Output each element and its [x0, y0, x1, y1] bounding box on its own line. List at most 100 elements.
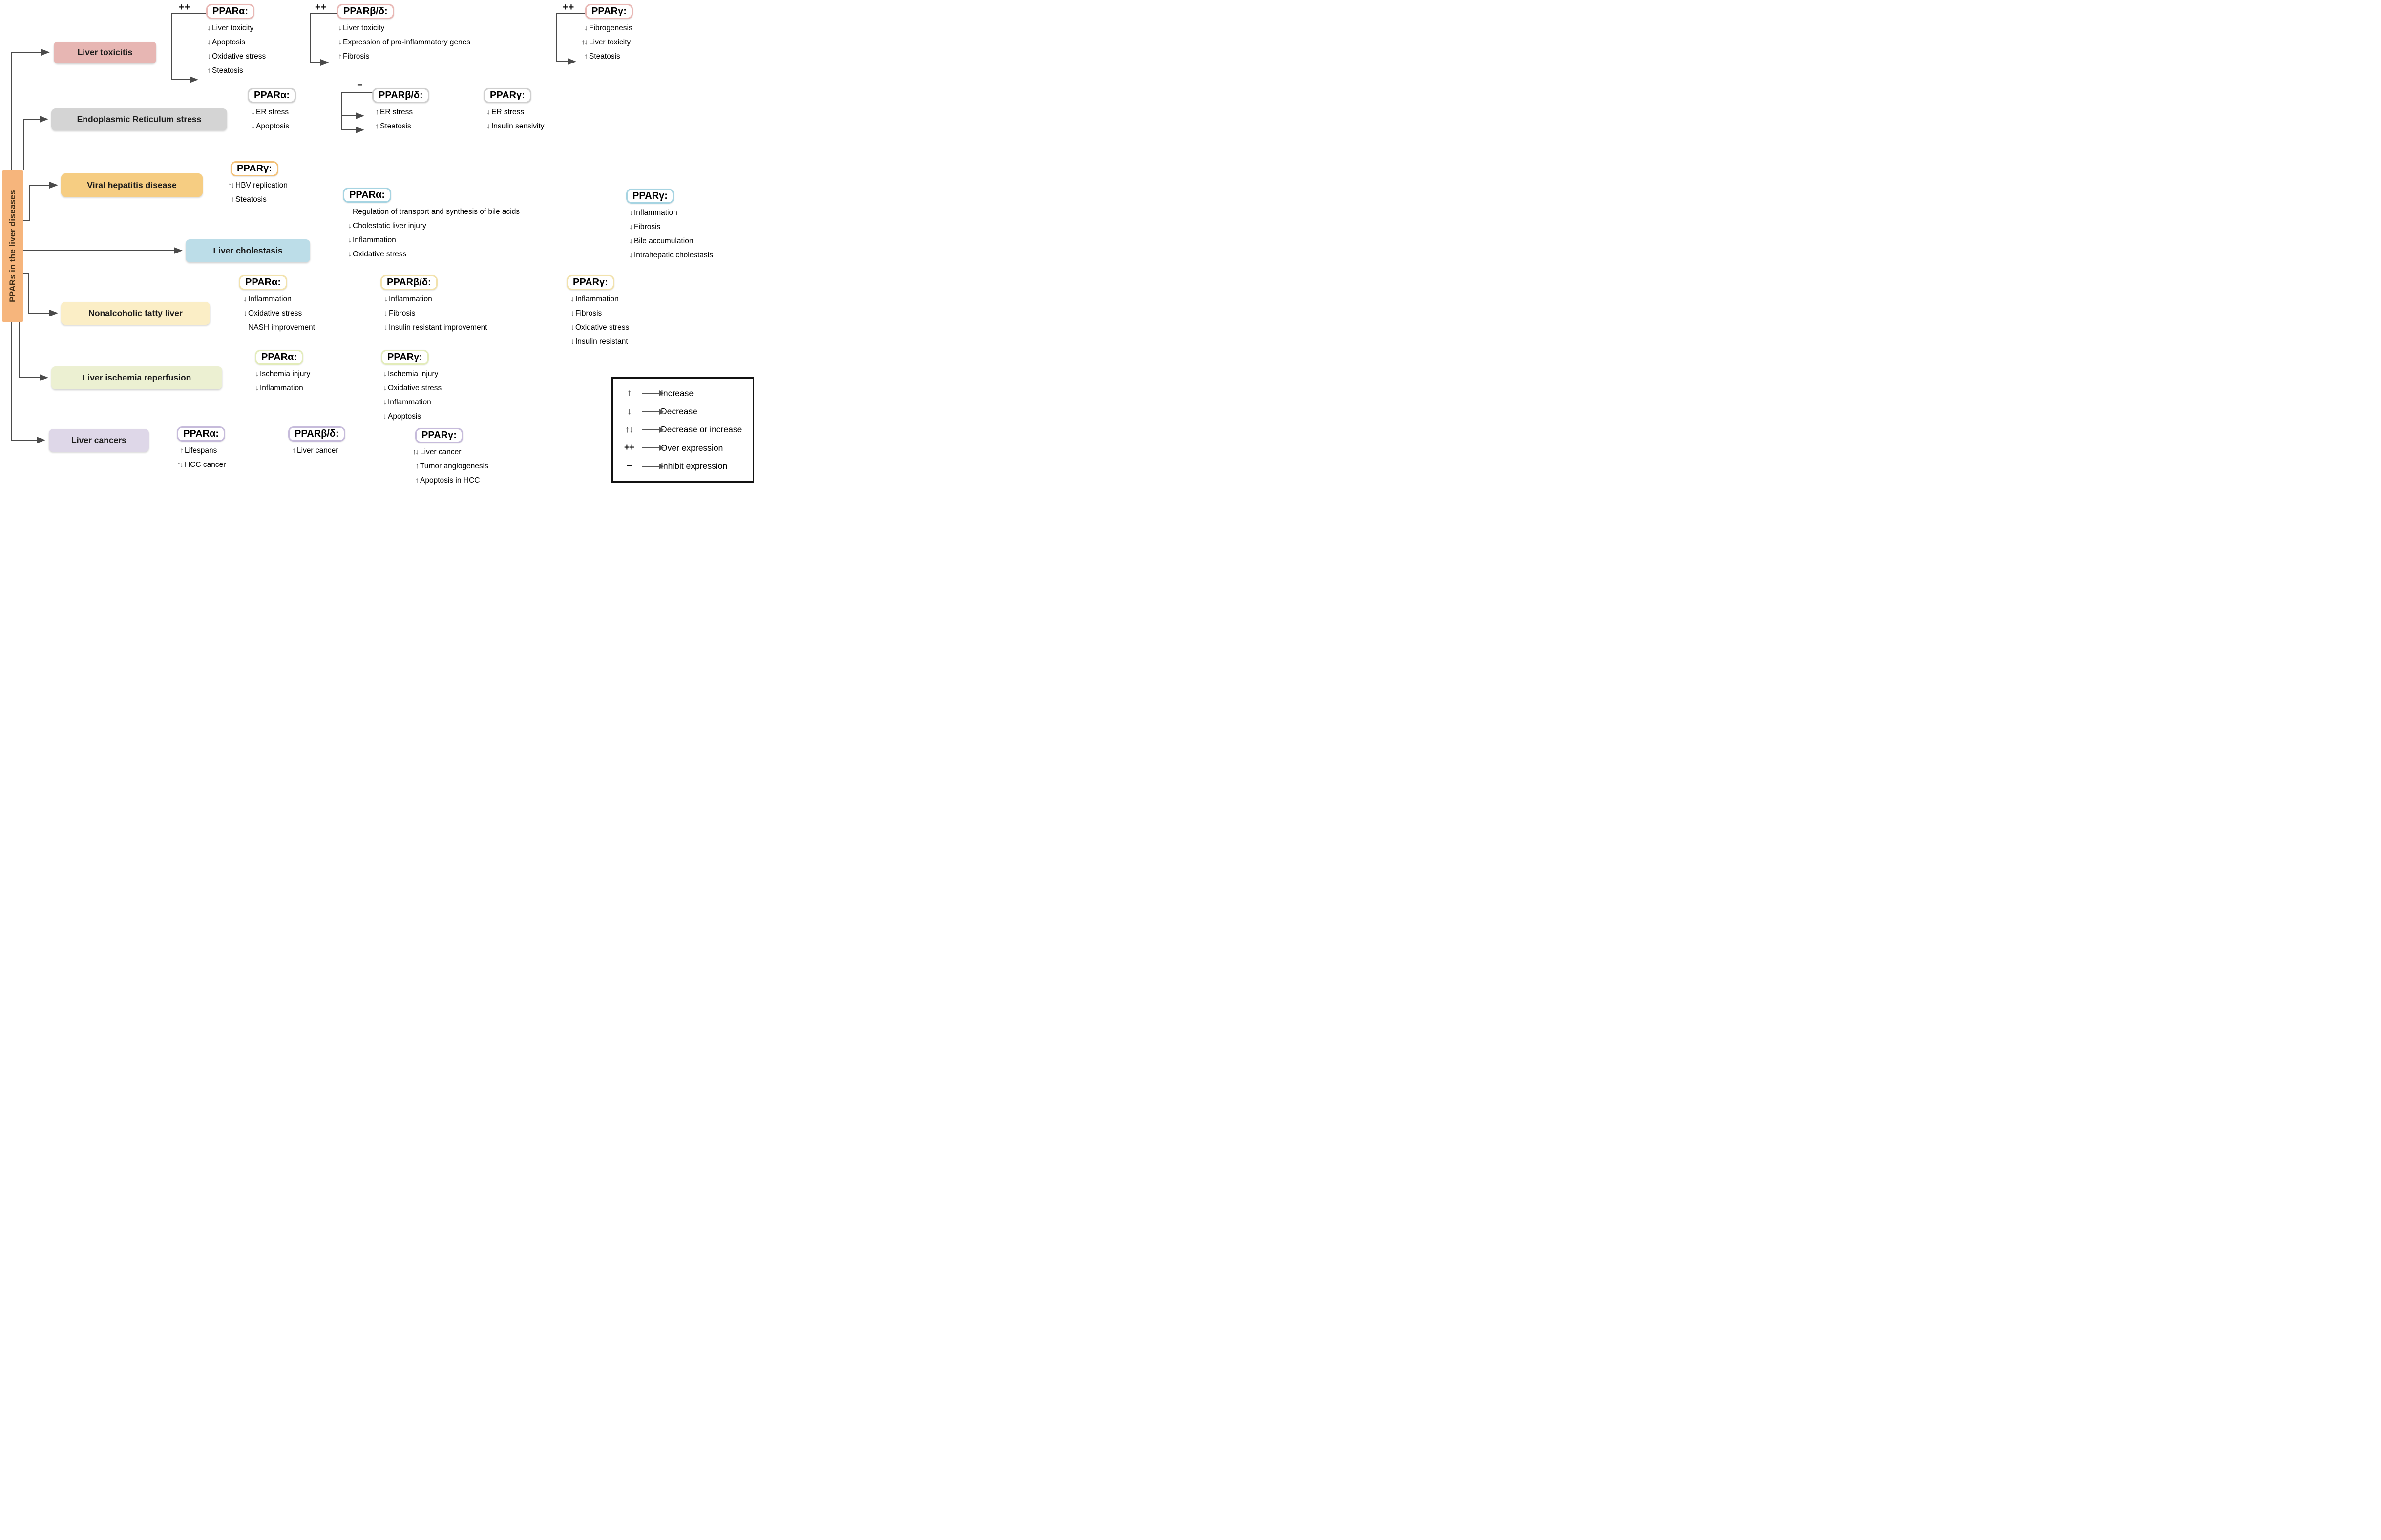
- effect-text: Fibrosis: [389, 309, 416, 317]
- effect-text: Apoptosis: [212, 38, 246, 46]
- ppar-title: PPARγ:: [231, 161, 278, 176]
- effect-text: Inflammation: [575, 295, 619, 303]
- effect-text: Oxidative stress: [248, 309, 302, 317]
- legend-label: Decrease or increase: [661, 424, 742, 435]
- effect-item: ↓Fibrogenesis: [574, 21, 633, 35]
- effect-text: Liver toxicity: [212, 24, 254, 32]
- disease-label: Liver cholestasis: [213, 246, 283, 255]
- effect-item: ↓Insulin sensivity: [477, 119, 544, 133]
- effect-item: ↓Expression of pro-inflammatory genes: [328, 35, 470, 49]
- overexpression-label: ++: [179, 2, 190, 13]
- down-arrow-icon: ↓: [486, 122, 490, 130]
- effect-item: ↓Ischemia injury: [245, 367, 310, 381]
- effect-text: Oxidative stress: [575, 323, 630, 332]
- effect-item: ↓Fibrosis: [619, 220, 713, 234]
- ppar-title: PPARγ:: [567, 275, 614, 290]
- effect-text: Oxidative stress: [388, 384, 442, 392]
- effect-item: ↓Oxidative stress: [233, 306, 315, 320]
- down-arrow-icon: ↓: [629, 237, 633, 245]
- down-arrow-icon: ↓: [255, 384, 259, 392]
- effect-item: ↓Bile accumulation: [619, 234, 713, 248]
- effect-item: ↑Liver cancer: [282, 443, 345, 458]
- ppar-block-er-beta-delta: PPARβ/δ: ↑ER stress ↑Steatosis: [365, 88, 429, 133]
- effect-item: ↓Ischemia injury: [373, 367, 442, 381]
- ppar-title: PPARα:: [239, 275, 288, 290]
- down-arrow-icon: ↓: [486, 108, 490, 116]
- ppar-block-toxicity-alpha: PPARα: ↓Liver toxicity ↓Apoptosis ↓Oxida…: [197, 4, 266, 78]
- effect-item: ↑ER stress: [365, 105, 429, 119]
- overexpression-label: ++: [563, 2, 574, 13]
- down-arrow-icon: ↓: [570, 338, 574, 346]
- effect-item: ↑Steatosis: [197, 63, 266, 78]
- disease-label: Liver ischemia reperfusion: [82, 373, 191, 382]
- down-arrow-icon: ↓: [383, 398, 387, 406]
- up-down-arrow-icon: ↑↓: [177, 461, 184, 469]
- down-arrow-icon: ↓: [243, 309, 247, 317]
- ppar-block-nafl-beta-delta: PPARβ/δ: ↓Inflammation ↓Fibrosis ↓Insuli…: [374, 275, 487, 335]
- effect-text: Liver cancer: [420, 448, 462, 456]
- effect-item: ↓Apoptosis: [241, 119, 296, 133]
- down-arrow-icon: ↓: [207, 52, 211, 61]
- effect-item: ↓Insulin resistant: [561, 335, 629, 349]
- ppar-block-toxicity-gamma: PPARγ: ↓Fibrogenesis ↑↓Liver toxicity ↑S…: [574, 4, 633, 63]
- ppar-block-ischemia-gamma: PPARγ: ↓Ischemia injury ↓Oxidative stres…: [373, 350, 442, 423]
- plus-plus-icon: ++: [624, 443, 634, 453]
- disease-label: Viral hepatitis disease: [87, 180, 177, 190]
- down-arrow-icon: ↓: [251, 108, 255, 116]
- ppar-title: PPARα:: [255, 350, 304, 365]
- effect-item: ↓Inflammation: [373, 395, 442, 409]
- up-arrow-icon: ↑: [338, 52, 342, 61]
- effect-text: Expression of pro-inflammatory genes: [343, 38, 471, 46]
- ppar-block-cholestasis-alpha: PPARα: Regulation of transport and synth…: [338, 188, 520, 261]
- up-arrow-icon: ↑: [415, 476, 419, 485]
- down-arrow-icon: ↓: [384, 295, 388, 303]
- ppar-title: PPARβ/δ:: [372, 88, 429, 103]
- down-arrow-icon: ↓: [348, 250, 352, 258]
- ppar-title: PPARγ:: [415, 428, 463, 443]
- disease-box-liver-ischemia-reperfusion: Liver ischemia reperfusion: [51, 366, 222, 389]
- effect-text: Apoptosis in HCC: [420, 476, 480, 485]
- down-arrow-icon: ↓: [251, 122, 255, 130]
- ppar-block-er-alpha: PPARα: ↓ER stress ↓Apoptosis: [241, 88, 296, 133]
- up-down-arrow-icon: ↑↓: [412, 448, 420, 456]
- effect-item: ↑Lifespans: [170, 443, 226, 458]
- ppar-block-viral-gamma: PPARγ: ↑↓HBV replication ↑Steatosis: [221, 161, 288, 207]
- disease-box-viral-hepatitis: Viral hepatitis disease: [61, 173, 203, 197]
- down-arrow-icon: ↓: [570, 309, 574, 317]
- effect-text: Steatosis: [380, 122, 411, 130]
- up-arrow-icon: ↑: [375, 108, 379, 116]
- ppar-title: PPARβ/δ:: [380, 275, 438, 290]
- right-arrow-icon: [642, 445, 664, 451]
- effect-text: NASH improvement: [248, 323, 315, 332]
- legend-label: Decrease: [661, 406, 697, 417]
- down-arrow-icon: ↓: [584, 24, 588, 32]
- effect-item: ↑↓HCC cancer: [170, 458, 226, 472]
- ppar-title: PPARγ:: [626, 189, 674, 204]
- down-arrow-icon: ↓: [383, 384, 387, 392]
- down-arrow-icon: ↓: [243, 295, 247, 303]
- ppar-block-cancer-beta-delta: PPARβ/δ: ↑Liver cancer: [282, 426, 345, 458]
- legend-label: Inhibit expression: [661, 461, 728, 471]
- effect-item: ↓Liver toxicity: [197, 21, 266, 35]
- down-arrow-icon: ↓: [570, 295, 574, 303]
- sidebar-ppars-liver-diseases: PPARs in the liver diseases: [2, 170, 23, 322]
- legend-item: − Inhibit expression: [618, 461, 753, 472]
- effect-item: ↓ER stress: [241, 105, 296, 119]
- up-arrow-icon: ↑: [627, 388, 632, 399]
- ppar-block-cancer-alpha: PPARα: ↑Lifespans ↑↓HCC cancer: [170, 426, 226, 472]
- right-arrow-icon: [642, 426, 664, 433]
- effect-text: ER stress: [380, 108, 413, 116]
- effect-text: Regulation of transport and synthesis of…: [353, 208, 520, 216]
- effect-text: Liver toxicity: [589, 38, 631, 46]
- effect-text: Ischemia injury: [388, 370, 439, 378]
- effect-item: ↓Oxidative stress: [561, 320, 629, 335]
- down-arrow-icon: ↓: [383, 412, 387, 421]
- down-arrow-icon: ↓: [338, 38, 342, 46]
- effect-item: ↑↓HBV replication: [221, 178, 288, 192]
- ppar-title: PPARα:: [248, 88, 296, 103]
- effect-text: Apoptosis: [256, 122, 290, 130]
- effect-item: ↓Inflammation: [561, 292, 629, 306]
- ppar-block-toxicity-beta-delta: PPARβ/δ: ↓Liver toxicity ↓Expression of …: [328, 4, 470, 63]
- effect-item: ↓Inflammation: [233, 292, 315, 306]
- ppar-title: PPARγ:: [381, 350, 429, 365]
